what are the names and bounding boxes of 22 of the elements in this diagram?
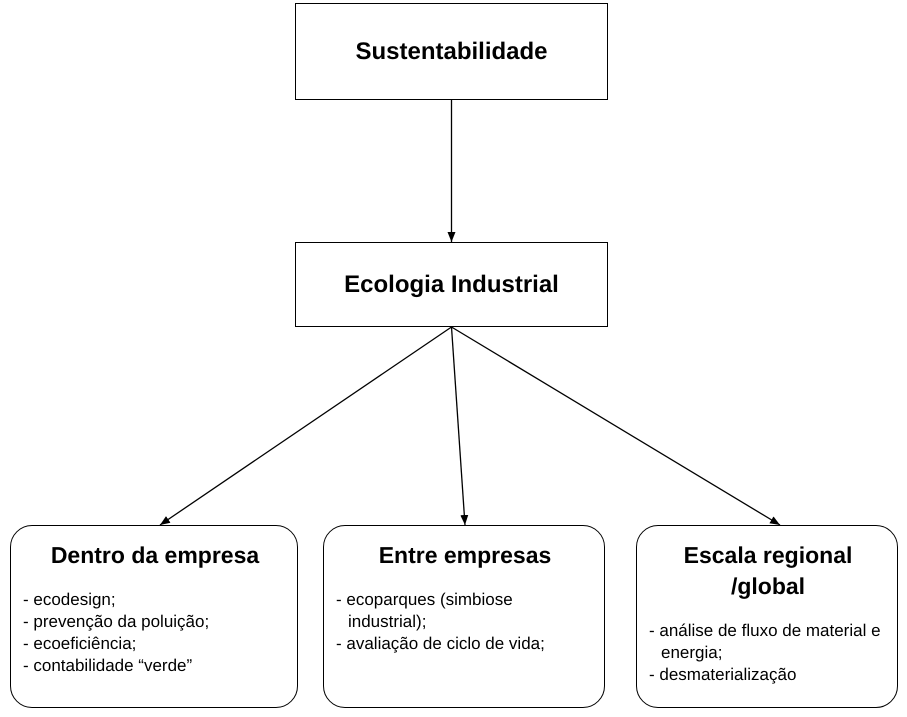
box-heading: Dentro da empresa bbox=[50, 541, 260, 570]
category-box bbox=[636, 525, 898, 708]
list-item: - contabilidade “verde” bbox=[23, 655, 194, 678]
list-item: - prevenção da poluição; bbox=[23, 611, 210, 634]
arrow bbox=[451, 326, 780, 526]
list-item: - ecoeficiência; bbox=[23, 633, 138, 656]
box-title: Ecologia Industrial bbox=[344, 270, 559, 298]
concept-box bbox=[295, 242, 608, 327]
arrow bbox=[450, 326, 468, 526]
box-title: Sustentabilidade bbox=[355, 38, 548, 66]
box-heading: Escala regional /global bbox=[682, 541, 854, 602]
box-heading: Entre empresas bbox=[378, 541, 552, 570]
category-box bbox=[10, 525, 298, 708]
arrow bbox=[160, 326, 452, 526]
list-item: - ecoparques (simbiose industrial); bbox=[336, 589, 514, 634]
arrow bbox=[448, 100, 456, 242]
list-item: - análise de fluxo de material e energia; bbox=[649, 620, 882, 664]
list-item: - desmaterialização bbox=[649, 664, 798, 686]
category-box bbox=[323, 525, 605, 708]
list-item: - avaliação de ciclo de vida; bbox=[336, 633, 546, 656]
list-item: - ecodesign; bbox=[23, 589, 117, 612]
concept-box bbox=[295, 3, 608, 100]
